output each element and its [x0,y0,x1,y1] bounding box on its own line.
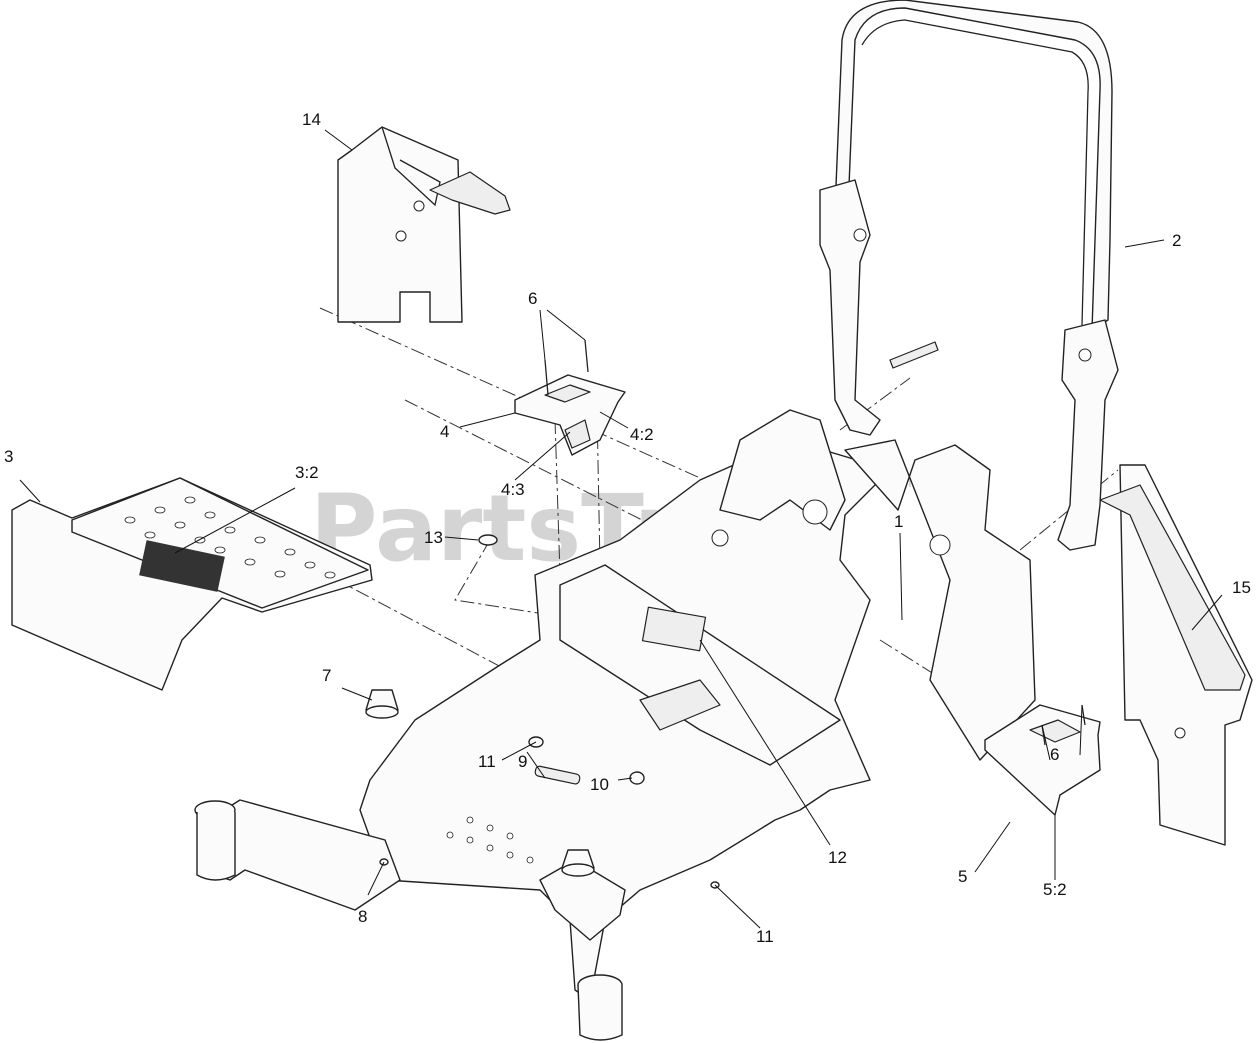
callout-11-lower[interactable]: 11 [756,927,774,946]
callouts: 2 3 3:2 4 4:2 4:3 6 6 1 15 14 13 7 11 9 … [4,110,1251,946]
callout-3[interactable]: 3 [4,447,13,466]
callout-4-2[interactable]: 4:2 [630,425,654,444]
left-shield-part-14 [337,126,511,323]
bumper-part-7 [365,689,595,877]
callout-14[interactable]: 14 [302,110,321,129]
callout-15[interactable]: 15 [1232,578,1251,597]
floor-pan-holes [124,496,336,579]
callout-1[interactable]: 1 [894,512,903,531]
decal-part-12 [641,606,707,652]
callout-13[interactable]: 13 [424,528,443,547]
callout-12[interactable]: 12 [828,848,847,867]
callout-6-lower[interactable]: 6 [1050,745,1059,764]
floor-pan-decal [139,540,225,592]
seat-bracket-part-4 [514,374,626,456]
right-shield-part-15 [1099,464,1253,846]
callout-2[interactable]: 2 [1172,231,1181,250]
callout-3-2[interactable]: 3:2 [295,463,319,482]
floor-pan-part-3 [11,477,373,691]
callout-5-2[interactable]: 5:2 [1043,880,1067,899]
cap-part-13 [478,534,498,546]
seat-bracket-part-5 [984,704,1101,816]
main-frame-part-1 [194,409,1036,1041]
callout-9[interactable]: 9 [518,752,527,771]
callout-5[interactable]: 5 [958,867,967,886]
callout-4-3[interactable]: 4:3 [501,480,525,499]
callout-6-upper[interactable]: 6 [528,289,537,308]
leader-lines [19,129,1223,929]
callout-4[interactable]: 4 [440,422,449,441]
grommet-part-9 [534,765,581,785]
callout-10[interactable]: 10 [590,775,609,794]
callout-8[interactable]: 8 [358,907,367,926]
frame-holes [446,816,534,864]
callout-11-upper[interactable]: 11 [478,752,496,771]
callout-7[interactable]: 7 [322,666,331,685]
roll-bar-part-2 [819,0,1119,551]
plug-part-10 [629,771,645,785]
